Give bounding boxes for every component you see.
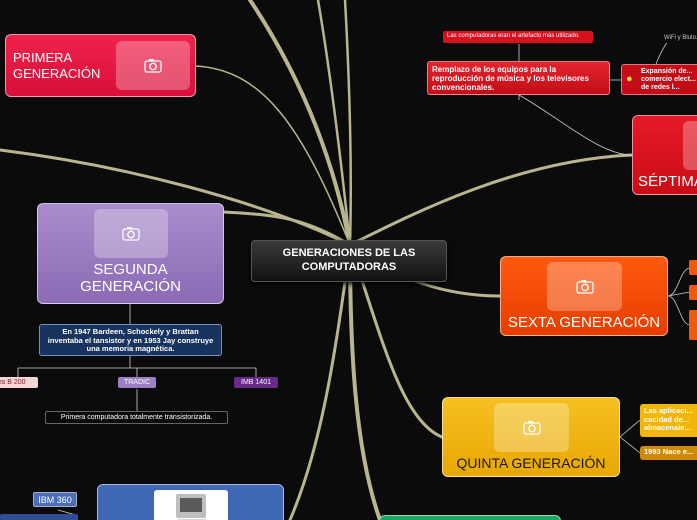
- lightbulb-icon: ●: [626, 73, 633, 85]
- example-tradic[interactable]: TRADIC: [118, 377, 156, 388]
- node-segunda-generacion[interactable]: SEGUNDA GENERACIÓN: [37, 203, 224, 304]
- example-ibm-360[interactable]: IBM 360: [33, 492, 77, 507]
- camera-icon[interactable]: [683, 121, 697, 170]
- example-burroughs[interactable]: ghs B 200: [0, 377, 38, 388]
- node-primera-generacion[interactable]: PRIMERA GENERACIÓN: [5, 34, 196, 97]
- septima-detail-computers[interactable]: Las computadoras eran el artefacto más u…: [443, 31, 593, 43]
- septima-detail-wifi[interactable]: WiFi y Bluto...: [660, 33, 697, 43]
- quinta-detail-aplicaciones[interactable]: Las aplicaci... cacidad de... almacenaie…: [640, 404, 697, 437]
- sexta-subtopic-3[interactable]: [689, 310, 697, 340]
- sexta-subtopic-2[interactable]: [689, 285, 697, 300]
- node-cuarta-generacion[interactable]: [379, 515, 561, 520]
- sexta-title: SEXTA GENERACIÓN: [507, 314, 661, 331]
- central-topic-title: GENERACIONES DE LAS COMPUTADORAS: [282, 247, 416, 273]
- camera-icon[interactable]: [547, 262, 622, 311]
- septima-title: SÉPTIMA: [638, 173, 697, 190]
- camera-icon[interactable]: [116, 41, 190, 90]
- central-topic[interactable]: GENERACIONES DE LAS COMPUTADORAS: [251, 240, 447, 282]
- node-septima-generacion[interactable]: SÉPTIMA: [632, 115, 697, 195]
- quinta-detail-1993[interactable]: 1993 Nace e...: [640, 446, 697, 460]
- computer-icon: [154, 490, 228, 520]
- example-ibm-1401[interactable]: IMB 1401: [234, 377, 278, 388]
- node-quinta-generacion[interactable]: QUINTA GENERACIÓN: [442, 397, 620, 477]
- camera-icon[interactable]: [494, 403, 569, 452]
- camera-icon[interactable]: [94, 209, 168, 258]
- node-sexta-generacion[interactable]: SEXTA GENERACIÓN: [500, 256, 668, 336]
- quinta-title: QUINTA GENERACIÓN: [456, 455, 606, 471]
- sexta-subtopic-1[interactable]: [689, 260, 697, 275]
- septima-detail-expansion[interactable]: ● Expansión de... comercio elect... uso …: [621, 64, 697, 95]
- segunda-description[interactable]: En 1947 Bardeen, Schockely y Brattan inv…: [39, 324, 222, 356]
- node-tercera-generacion[interactable]: [97, 484, 284, 520]
- primera-title: PRIMERA GENERACIÓN: [13, 50, 101, 81]
- tradic-note[interactable]: Primera computadora totalmente transisto…: [45, 411, 228, 424]
- septima-detail-remplazo[interactable]: Remplazo de los equipos para la reproduc…: [427, 61, 610, 95]
- segunda-title: SEGUNDA GENERACIÓN: [80, 261, 181, 295]
- tercera-subtopic-cropped[interactable]: [0, 514, 78, 520]
